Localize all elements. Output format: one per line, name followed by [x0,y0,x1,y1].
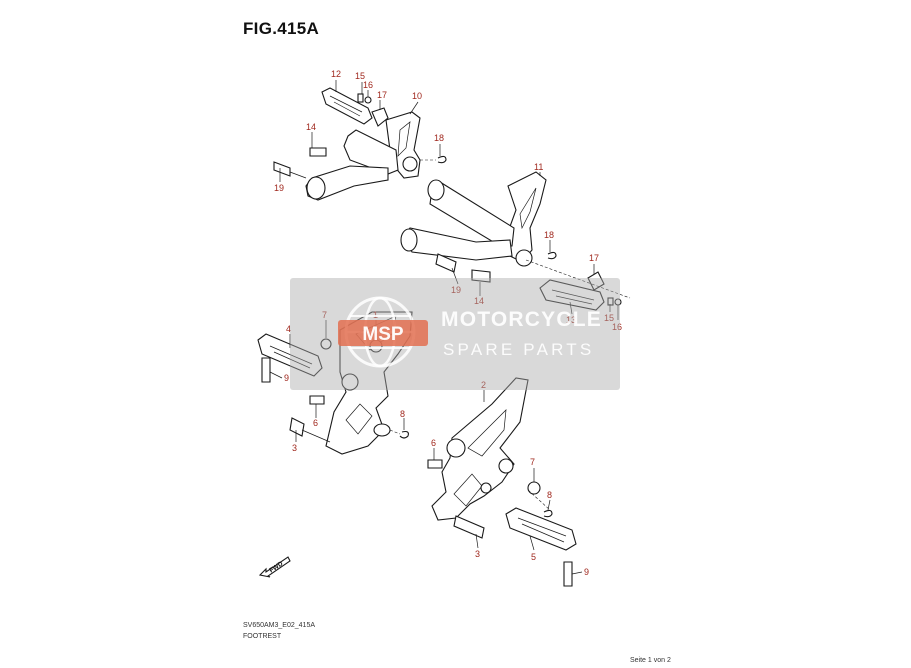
callout-11: 11 [534,162,543,172]
boss-11 [515,249,533,267]
callout-9: 9 [284,373,289,383]
footrest-rod-top [343,129,399,175]
leader-lines [269,80,619,575]
rod-end-cap-11-top [427,179,445,201]
callout-7: 7 [530,457,535,467]
callout-9: 9 [584,567,589,577]
callout-17: 17 [589,253,599,263]
page-indicator: Seite 1 von 2 [630,657,671,664]
pin-15-top [357,93,364,103]
spring-17-top [371,107,389,127]
watermark-globe-logo: MSP [338,296,428,368]
diagram-code: SV650AM3_E02_415A [243,622,315,629]
boss-2-mid [498,458,514,474]
bolt-3-right [453,515,485,539]
rod-end-cap [306,176,326,200]
callout-15: 15 [604,313,614,323]
front-bracket-right-group [427,377,577,587]
collar-14-right [471,269,491,283]
spring-7-left [320,338,332,350]
callout-15: 15 [355,71,365,81]
bracket-11 [507,171,547,263]
callout-8: 8 [400,409,405,419]
callout-16: 16 [363,80,373,90]
footrest-peg-4 [257,333,323,377]
callout-13: 13 [566,315,576,325]
boss-1-lower [373,423,391,437]
boss-2-upper [446,438,466,458]
clip-18-right [547,251,557,260]
rear-bracket-left-group [273,87,447,201]
callout-12: 12 [331,69,341,79]
clip-8-left [399,430,409,439]
collar-6-left [309,395,325,405]
footrest-peg-12 [321,87,373,125]
callout-18: 18 [544,230,554,240]
callout-5: 5 [531,552,536,562]
pin-9-left [261,357,271,383]
callout-19: 19 [274,183,284,193]
callout-3: 3 [292,443,297,453]
boss-10 [402,156,418,172]
callout-8: 8 [547,490,552,500]
callout-17: 17 [377,90,387,100]
boss-1-mid [341,373,359,391]
fwd-arrow-icon: FWD [258,556,291,578]
diagram-description: FOOTREST [243,633,282,640]
watermark-brand: MOTORCYCLE [441,308,602,331]
rear-bracket-right-group [400,171,631,311]
callout-6: 6 [431,438,436,448]
callout-14: 14 [306,122,316,132]
collar-14-top [309,147,327,157]
figure-title: FIG.415A [243,19,320,38]
bolt-19-right [435,253,457,273]
footrest-rod-11-lower [403,227,513,261]
watermark-subtitle: SPARE PARTS [443,340,595,359]
callout-18: 18 [434,133,444,143]
spring-7-right [527,481,541,495]
clip-8-right [543,509,553,518]
bolt-3-left [289,417,305,437]
callout-10: 10 [412,91,422,101]
washer-16-top [364,96,372,104]
callout-14: 14 [474,296,484,306]
callout-16: 16 [612,322,622,332]
footrest-peg-5 [505,507,577,551]
callout-3: 3 [475,549,480,559]
bracket-2 [431,377,529,521]
spring-17-right [587,271,605,291]
callout-2: 2 [481,380,486,390]
callout-19: 19 [451,285,461,295]
rod-end-cap-11-lower [400,228,418,252]
callout-6: 6 [313,418,318,428]
pin-9-right [563,561,573,587]
clip-18-top [437,155,447,164]
watermark-logo-text: MSP [362,324,404,345]
callout-labels: 12 15 16 17 10 14 18 19 11 18 17 19 14 1… [274,69,622,577]
collar-6-right [427,459,443,469]
callout-4: 4 [286,324,291,334]
pin-15-right [607,297,614,306]
callout-7: 7 [322,310,327,320]
bolt-19-top [273,161,291,177]
boss-2-lower [480,482,492,494]
